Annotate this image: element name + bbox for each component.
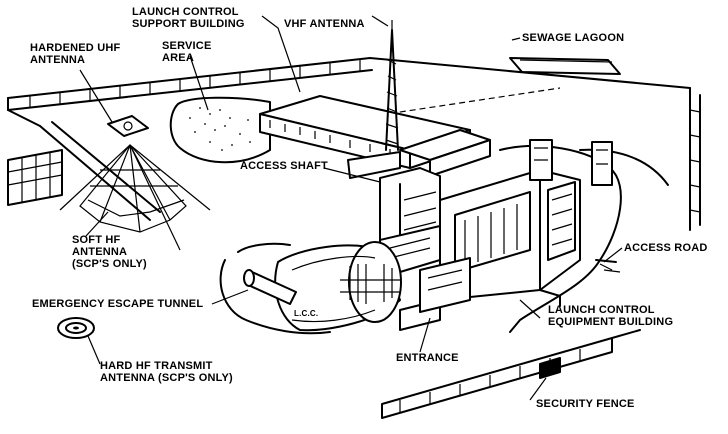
security-fence-wall	[381, 329, 641, 419]
entrance-label: ENTRANCE	[396, 352, 459, 364]
sewage-lagoon-label: SEWAGE LAGOON	[522, 32, 625, 44]
label-line: HARD HF TRANSMIT	[100, 360, 213, 372]
hardened-uhf-antenna-label: HARDENED UHF ANTENNA	[30, 42, 120, 66]
label-line: SOFT HF	[72, 234, 121, 246]
launch-control-equipment-building-label: LAUNCH CONTROL EQUIPMENT BUILDING	[548, 304, 673, 328]
service-area-label: SERVICE AREA	[162, 40, 212, 64]
sewage-lagoon-shape	[509, 57, 621, 75]
label-line: (SCP'S ONLY)	[72, 258, 147, 270]
hardened-uhf-antenna-pad	[107, 115, 149, 137]
soft-hf-antenna-wires	[59, 144, 211, 251]
label-line: ANTENNA	[30, 54, 86, 66]
label-line: ANTENNA (SCP'S ONLY)	[100, 372, 233, 384]
label-line: SUPPORT BUILDING	[132, 18, 245, 30]
label-line: AREA	[162, 52, 194, 64]
escape-tunnel-pipe	[243, 269, 297, 305]
service-area-ground	[169, 96, 271, 164]
lcc-capsule	[274, 241, 402, 332]
label-line: HARDENED UHF	[30, 42, 121, 54]
security-fence-label: SECURITY FENCE	[536, 398, 635, 410]
leader-lines	[79, 15, 623, 401]
emergency-escape-tunnel-label: EMERGENCY ESCAPE TUNNEL	[32, 298, 204, 310]
label-line: LAUNCH CONTROL	[548, 304, 655, 316]
access-shaft-label: ACCESS SHAFT	[240, 160, 328, 172]
equipment-building-cutaway	[399, 139, 613, 331]
soft-hf-antenna-label: SOFT HF ANTENNA (SCP'S ONLY)	[72, 234, 147, 270]
support-building-shape	[259, 95, 491, 179]
hard-hf-transmit-antenna-label: HARD HF TRANSMIT ANTENNA (SCP'S ONLY)	[100, 360, 233, 384]
launch-control-support-building-label: LAUNCH CONTROL SUPPORT BUILDING	[132, 6, 245, 30]
label-line: LAUNCH CONTROL	[132, 6, 239, 18]
vhf-antenna-label: VHF ANTENNA	[284, 18, 365, 30]
label-line: SERVICE	[162, 40, 212, 52]
lcc-label: L.C.C.	[294, 309, 319, 318]
label-line: EQUIPMENT BUILDING	[548, 316, 674, 328]
label-line: ANTENNA	[72, 246, 128, 258]
hard-hf-transmit-antenna-rings	[57, 317, 95, 339]
access-road-label: ACCESS ROAD	[624, 242, 708, 254]
vhf-antenna-tower	[385, 20, 399, 151]
